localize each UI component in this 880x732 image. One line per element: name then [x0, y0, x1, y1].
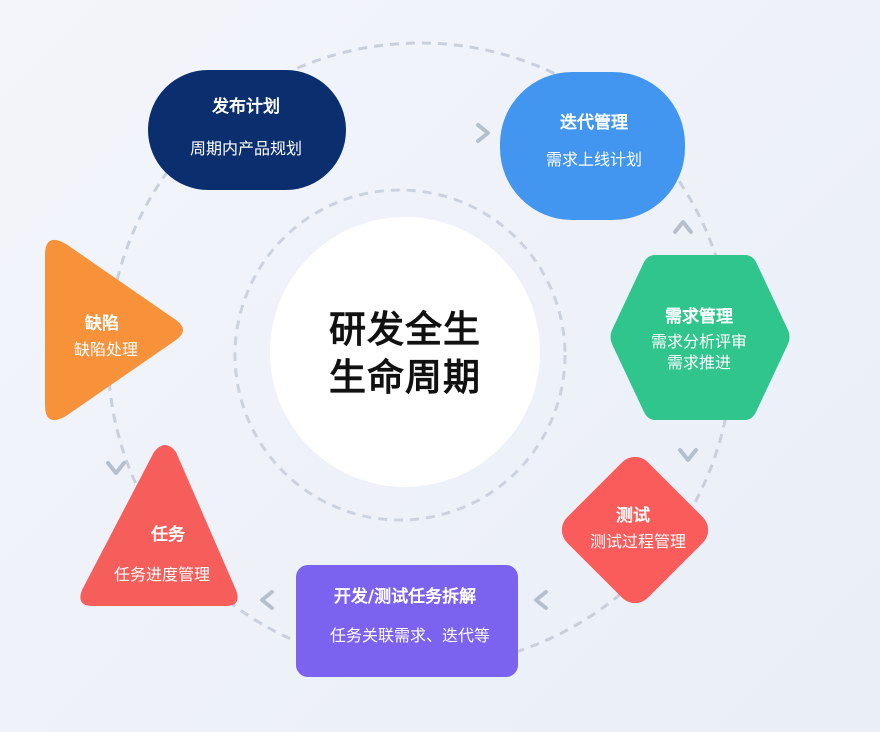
defect-triangle [45, 239, 183, 421]
task-title: 任务 [151, 525, 185, 545]
requirement-title: 需求管理 [665, 307, 733, 327]
requirement-desc-1: 需求分析评审 [650, 332, 748, 351]
iteration-shape [500, 72, 685, 220]
test-desc: 测试过程管理 [589, 532, 687, 551]
defect-title: 缺陷 [85, 314, 119, 334]
test-diamond [561, 456, 709, 604]
center-circle [270, 217, 540, 487]
inner-cycle-ring [233, 188, 567, 522]
release-plan-desc: 周期内产品规划 [189, 139, 303, 158]
arrow-left-icon [260, 590, 274, 610]
iteration-title: 迭代管理 [560, 113, 628, 133]
dev-task-shape [296, 565, 518, 677]
task-desc: 任务进度管理 [113, 565, 211, 584]
center-title-line1: 研发全生 [329, 308, 481, 351]
requirement-desc-2: 需求推进 [666, 353, 732, 372]
arrow-right-icon [476, 123, 490, 143]
arrow-down-icon [678, 448, 698, 462]
center-title: 研发全生 生命周期 [329, 306, 481, 402]
arrow-down-icon [106, 461, 126, 475]
dev-task-title: 开发/测试任务拆解 [333, 587, 477, 607]
release-plan-shape [148, 70, 346, 190]
requirement-hexagon [610, 255, 790, 420]
arrow-up-icon [673, 220, 693, 234]
defect-desc: 缺陷处理 [73, 340, 139, 359]
task-triangle [80, 445, 238, 606]
release-plan-title: 发布计划 [212, 97, 280, 117]
dev-task-desc: 任务关联需求、迭代等 [329, 626, 491, 645]
center-title-line2: 生命周期 [329, 356, 481, 399]
test-title: 测试 [616, 506, 650, 526]
iteration-desc: 需求上线计划 [545, 150, 643, 169]
arrow-left-icon [534, 590, 548, 610]
